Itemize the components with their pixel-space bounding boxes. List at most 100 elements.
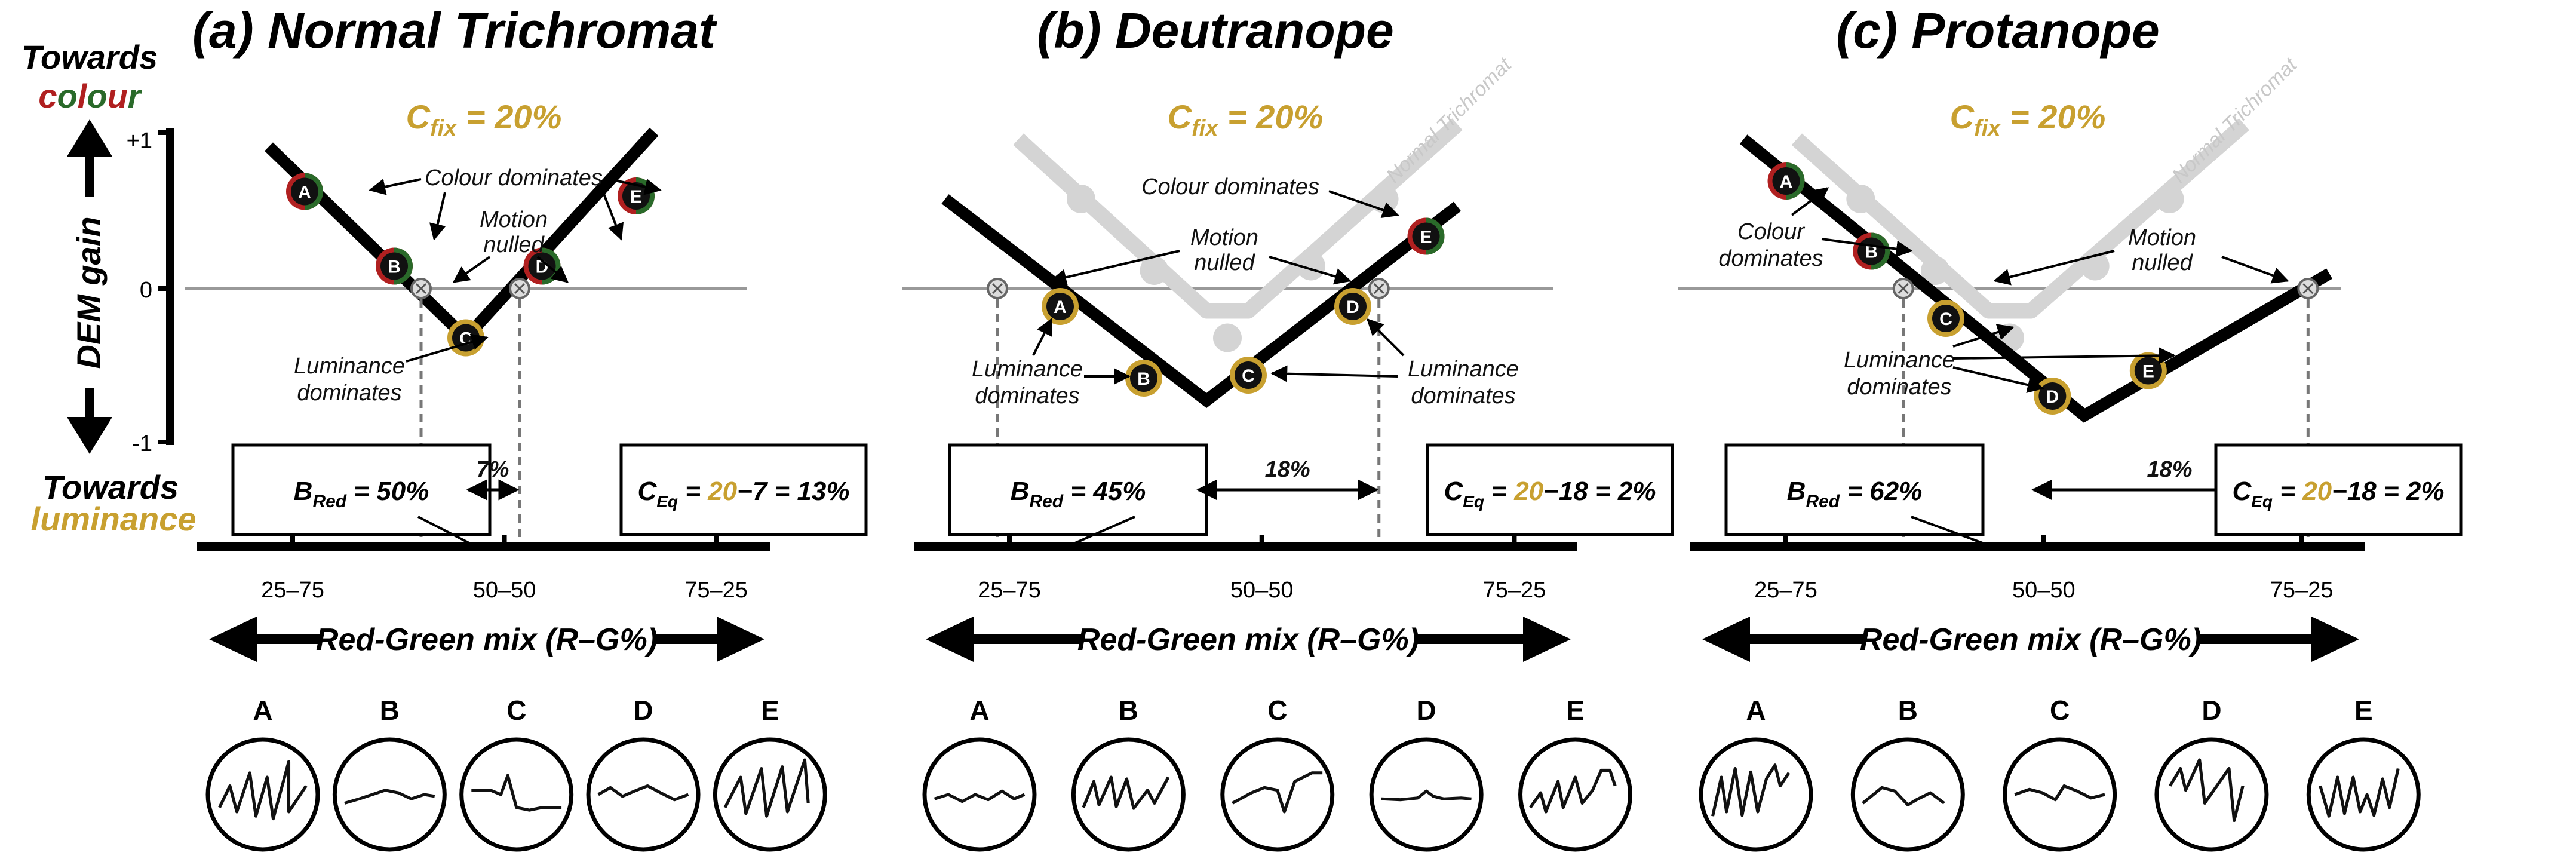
bred-value: BRed = 62% (1787, 477, 1923, 511)
trichromat-ghost-point (1140, 256, 1169, 285)
data-point-label: A (1054, 297, 1067, 317)
annotation-colour-dominates: Colour dominates (425, 165, 603, 191)
rg-mix-arrow-right (717, 617, 764, 662)
null-point-cross (2302, 283, 2314, 295)
y-tick-label-minus1: -1 (132, 431, 152, 456)
trichromat-ghost-point (1370, 185, 1399, 213)
ceq-fix-value: 20 (1513, 477, 1543, 506)
ghost-trichromat-label: Normal Trichromat (2167, 53, 2302, 187)
annotation-luminance: Luminance (1408, 357, 1519, 382)
bred-val: = 45% (1063, 477, 1146, 506)
bred-value: BRed = 45% (1011, 477, 1146, 511)
eye-movement-trace (1082, 775, 1170, 810)
bred-subscript: Red (1806, 492, 1840, 511)
cfix-subscript: fix (430, 116, 458, 141)
null-point-cross (415, 283, 427, 295)
eye-movement-trace (2014, 784, 2105, 802)
annotation-arrow (602, 192, 624, 241)
data-point-core (1932, 305, 1960, 332)
trace-label: E (2354, 695, 2373, 726)
null-point-cross (514, 283, 526, 295)
colour-letter: o (57, 77, 78, 115)
trace-label: D (1417, 695, 1436, 726)
cfix-symbol: C (406, 98, 431, 136)
trichromat-ghost-point (1921, 256, 1950, 285)
rg-mix-label-bg (1081, 612, 1416, 660)
trace-label: A (1746, 695, 1766, 726)
trace-label: C (1267, 695, 1287, 726)
towards-luminance-label-1: Towards (42, 468, 179, 506)
trichromat-ghost-point (1067, 185, 1095, 213)
trichromat-ghost-point (1846, 185, 1875, 213)
trace-label: B (1119, 695, 1138, 726)
annotation-arrow (1328, 190, 1399, 218)
trace-label: A (969, 695, 989, 726)
rg-mix-label-bg (1863, 612, 2198, 660)
eye-movement-trace (723, 758, 810, 818)
annotation-arrow (1952, 366, 2044, 393)
null-point-cross (991, 283, 1003, 295)
rg-mix-arrow-left (1702, 617, 1750, 662)
eye-movement-trace (1529, 768, 1617, 814)
annotation-arrow (429, 192, 446, 241)
x-axis-title: Red-Green mix (R–G%) (316, 622, 658, 657)
panel-title: (a) Normal Trichromat (192, 2, 717, 59)
trace-label: D (2202, 695, 2221, 726)
luminance-word: luminance (31, 500, 196, 538)
annotation-nulled: nulled (483, 232, 545, 257)
bred-pointer-line (1911, 516, 1985, 545)
annotation-arrow (1821, 238, 1913, 257)
data-point-label: B (388, 257, 401, 277)
x-tick-label: 50–50 (473, 578, 536, 603)
x-tick-label: 75–25 (684, 578, 748, 603)
annotation-luminance-dominates: dominates (975, 384, 1079, 409)
x-axis-title: Red-Green mix (R–G%) (1860, 622, 2202, 657)
annotation-arrow (1032, 318, 1052, 356)
trace-label: D (633, 695, 653, 726)
data-point-core (1130, 364, 1157, 392)
annotation-luminance-dominates: dominates (297, 381, 401, 406)
y-tick-label-0: 0 (140, 278, 152, 303)
annotation-arrow (1270, 365, 1398, 382)
trace-circle (713, 737, 827, 852)
data-point-label: E (1420, 228, 1432, 247)
data-point-core (1772, 167, 1800, 195)
trace-label: E (761, 695, 779, 726)
data-point-label: C (1242, 366, 1255, 386)
cfix-subscript: fix (1974, 116, 2001, 141)
dem-gain-curve (265, 127, 659, 346)
ceq-subscript: Eq (1463, 492, 1484, 511)
bred-symbol: B (1011, 477, 1030, 506)
ceq-fix-value: 20 (707, 477, 737, 506)
towards-colour-label-1: Towards (22, 38, 158, 76)
trace-circle (922, 737, 1037, 852)
rg-mix-label-bg (320, 612, 654, 660)
data-point-label: B (1137, 369, 1150, 389)
x-tick-label: 75–25 (1483, 578, 1546, 603)
trace-circle (586, 737, 701, 852)
cfix-value: = 20% (2000, 98, 2105, 136)
eye-movement-trace (2319, 768, 2400, 818)
annotation-luminance-dominates: dominates (1847, 375, 1951, 400)
ceq-box (619, 443, 868, 536)
ceq-equals: = (2273, 477, 2302, 506)
trace-label: B (1898, 695, 1918, 726)
eye-movement-trace (934, 789, 1026, 803)
bred-subscript: Red (1029, 492, 1063, 511)
y-axis: Towards colour DEM gain +1 0 -1 Towards … (22, 38, 196, 538)
ceq-rest: −18 = 2% (2332, 477, 2444, 506)
ylabel-bg (70, 197, 109, 388)
data-point-core (2134, 357, 2162, 385)
annotation-colour-dominates: Colour dominates (1141, 174, 1319, 200)
rg-mix-arrow-left (209, 617, 257, 662)
y-tick-label-plus1: +1 (127, 128, 152, 154)
bred-value: BRed = 50% (294, 477, 429, 511)
bred-box (1724, 443, 1985, 536)
trichromat-ghost-line (1791, 118, 2249, 319)
eye-movement-trace (344, 789, 435, 805)
panel-title: (b) Deutranope (1037, 2, 1393, 59)
dem-gain-curve (1739, 134, 2333, 423)
bred-box (231, 443, 492, 536)
annotation-arrow (1791, 187, 1829, 216)
